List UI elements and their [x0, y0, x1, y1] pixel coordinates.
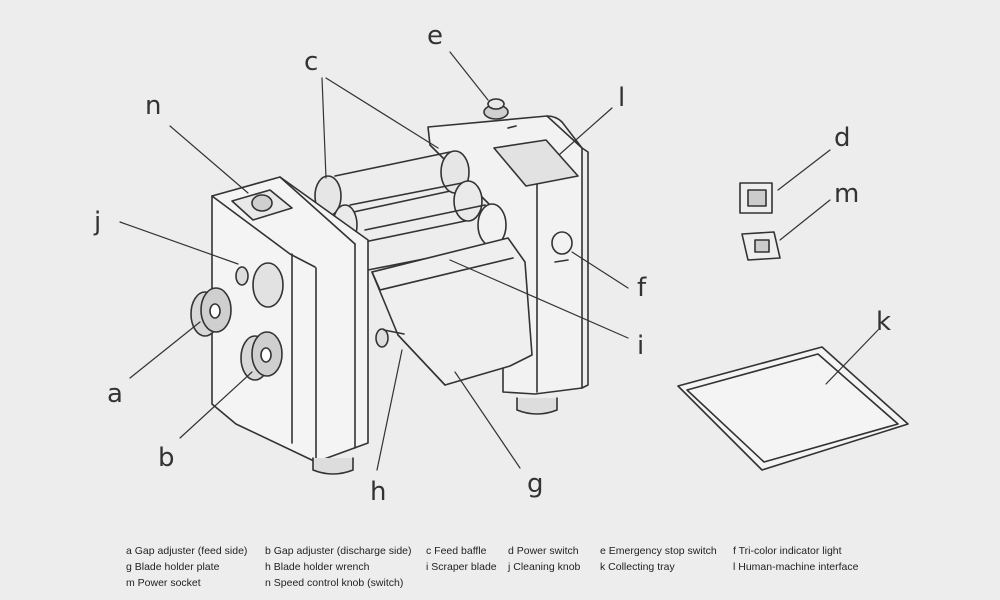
feet: [312, 397, 558, 475]
legend-j: j Cleaning knob: [508, 561, 581, 573]
callout-f: f: [637, 273, 647, 303]
legend-b: b Gap adjuster (discharge side): [265, 545, 412, 557]
callout-k: k: [876, 307, 891, 337]
callout-e: e: [427, 21, 443, 51]
callout-b: b: [158, 443, 175, 473]
callout-g: g: [527, 469, 544, 499]
power-switch: [739, 182, 773, 214]
gap-adjuster-discharge-side: [240, 331, 283, 381]
callout-a: a: [107, 379, 123, 409]
collecting-tray: [677, 346, 909, 471]
legend-c: c Feed baffle: [426, 545, 487, 557]
legend-n: n Speed control knob (switch): [265, 577, 404, 589]
callout-n: n: [145, 91, 161, 121]
callout-i: i: [637, 331, 644, 361]
callout-l: l: [618, 83, 625, 113]
leader-lines: [119, 51, 879, 471]
emergency-stop-switch: [483, 98, 517, 129]
legend-g: g Blade holder plate: [126, 561, 220, 573]
callout-d: d: [834, 123, 851, 153]
legend-m: m Power socket: [126, 577, 201, 589]
speed-control-knob: [251, 194, 273, 212]
power-socket: [741, 231, 781, 261]
gap-adjuster-feed-side: [190, 287, 232, 337]
blade-holder-wrench: [375, 328, 405, 348]
legend-i: i Scraper blade: [426, 561, 497, 573]
parts-legend: a Gap adjuster (feed side) b Gap adjuste…: [0, 540, 1000, 600]
legend-a: a Gap adjuster (feed side): [126, 545, 248, 557]
callout-m: m: [834, 179, 859, 209]
legend-d: d Power switch: [508, 545, 579, 557]
callout-j: j: [93, 207, 101, 237]
tri-color-indicator-light: [551, 231, 573, 263]
legend-e: e Emergency stop switch: [600, 545, 717, 557]
callout-h: h: [370, 477, 386, 507]
cleaning-knob: [235, 262, 284, 308]
left-housing: [211, 176, 369, 463]
callout-c: c: [304, 47, 318, 77]
human-machine-interface: [493, 139, 579, 187]
legend-l: l Human-machine interface: [733, 561, 859, 573]
legend-k: k Collecting tray: [600, 561, 675, 573]
blade-holder-plate: [371, 237, 533, 386]
legend-h: h Blade holder wrench: [265, 561, 370, 573]
legend-f: f Tri-color indicator light: [733, 545, 842, 557]
